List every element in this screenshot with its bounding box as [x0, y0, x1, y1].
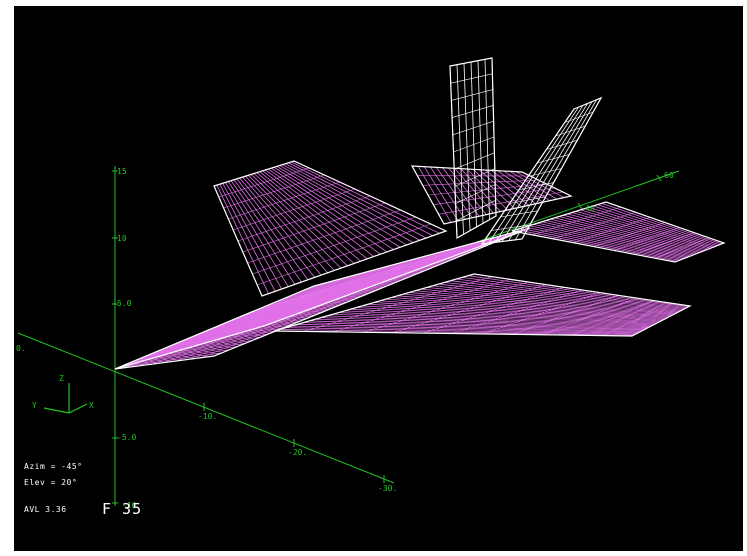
near-horizontal-tail-span-line: [573, 217, 651, 243]
right-vertical-fin-span-line: [527, 168, 562, 177]
far-main-wing-span-line: [218, 167, 310, 198]
right-vertical-fin-span-line: [546, 140, 578, 150]
near-main-wing-span-line: [542, 297, 637, 336]
z-tick-5: 5.0: [117, 299, 132, 308]
right-vertical-fin-span-line: [500, 210, 538, 218]
near-horizontal-tail-span-line: [613, 227, 680, 251]
right-vertical-fin-span-line: [537, 154, 570, 164]
right-vertical-fin-span-line: [564, 111, 594, 123]
near-horizontal-tail-span-line: [532, 206, 621, 236]
aircraft-geometry-plot: 15 10 5.0 -5.0 -10 60 40 0. -10. -20. -3…: [16, 57, 726, 510]
fuselage-upper-span-line: [139, 276, 351, 363]
triad-y-label: Y: [32, 401, 37, 410]
z-tick-neg10: -10: [122, 501, 137, 510]
model-name-label: F 35: [102, 500, 143, 518]
triad-x-label: X: [89, 401, 94, 410]
axis-triad-icon: [43, 383, 88, 414]
near-main-wing-span-line: [482, 292, 601, 335]
y-tick-neg20: -20.: [288, 448, 307, 457]
fuselage-upper-span-line: [214, 247, 459, 341]
far-horizontal-tail-span-line: [438, 191, 563, 215]
near-main-wing-span-line: [303, 276, 493, 332]
far-horizontal-tail-span-line: [422, 179, 539, 186]
near-main-wing-span-line: [512, 295, 619, 335]
near-main-wing-span-line: [452, 289, 583, 334]
left-vertical-fin-span-line: [454, 152, 495, 170]
right-vertical-fin: [480, 96, 603, 245]
far-main-wing-span-line: [242, 202, 386, 253]
y-tick-neg10: -10.: [198, 412, 217, 421]
left-vertical-fin-span-line: [451, 89, 493, 101]
left-vertical-fin-span-line: [456, 199, 496, 222]
near-horizontal-tail-span-line: [634, 232, 695, 255]
near-horizontal-tail: [511, 201, 726, 263]
x-tick-mark: [656, 174, 662, 182]
far-main-wing-span-line: [257, 223, 431, 286]
x-tick-40: 40: [585, 204, 595, 213]
y-axis-line: [17, 332, 395, 484]
far-main-wing-span-line: [252, 216, 416, 275]
far-main-wing-outline: [213, 160, 448, 297]
y-tick-neg30: -30.: [378, 484, 397, 493]
x-tick-60: 60: [664, 171, 674, 180]
far-horizontal-tail-span-line: [433, 187, 555, 205]
axis-tick-labels: 15 10 5.0 -5.0 -10 60 40 0. -10. -20. -3…: [16, 167, 674, 510]
far-main-wing-span-line: [247, 209, 401, 264]
right-vertical-fin-outline: [480, 96, 603, 245]
left-vertical-fin-outline: [449, 57, 497, 240]
left-vertical-fin-span-line: [453, 136, 495, 153]
fuselage-upper-span-line: [239, 237, 495, 334]
z-tick-15: 15: [117, 167, 127, 176]
3d-viewport[interactable]: 15 10 5.0 -5.0 -10 60 40 0. -10. -20. -3…: [14, 6, 743, 551]
left-vertical-fin-span-line: [455, 184, 496, 204]
azimuth-readout: Azim = -45°: [24, 462, 83, 471]
far-horizontal-tail-outline: [410, 165, 573, 225]
right-vertical-fin-span-line: [555, 125, 586, 137]
far-main-wing-span-line: [233, 188, 355, 231]
near-main-wing-span-line: [393, 284, 547, 333]
near-horizontal-tail-span-line: [593, 222, 666, 247]
fuselage-upper-span-line: [164, 266, 387, 355]
near-main-wing-span-line: [572, 300, 655, 336]
left-vertical-fin-span-line: [452, 120, 494, 136]
z-tick-10: 10: [117, 234, 127, 243]
near-main-wing-span-line: [333, 279, 511, 333]
near-main-wing-span-line: [363, 281, 529, 333]
near-horizontal-tail-span-line: [654, 237, 710, 259]
near-main-wing-span-line: [423, 287, 565, 334]
triad-z-label: Z: [59, 374, 64, 383]
right-vertical-fin-span-line: [518, 182, 554, 191]
triad-x-arrow: [68, 403, 88, 414]
near-horizontal-tail-outline: [511, 201, 726, 263]
version-label: AVL 3.36: [24, 505, 67, 514]
far-main-wing-span-line: [228, 181, 340, 220]
elevation-readout: Elev = 20°: [24, 478, 78, 487]
y-tick-0: 0.: [16, 344, 26, 353]
near-main-wing-outline: [273, 273, 692, 337]
far-horizontal-tail: [410, 165, 573, 225]
far-main-wing: [213, 160, 448, 297]
near-horizontal-tail-span-line: [552, 211, 636, 240]
left-vertical-fin-span-line: [452, 105, 494, 118]
fuselage-upper-span-line: [189, 256, 423, 348]
far-main-wing-span-line: [237, 195, 371, 242]
far-main-wing-span-line: [223, 174, 325, 209]
left-vertical-fin-span-line: [454, 168, 495, 187]
left-vertical-fin-span-line: [450, 73, 493, 84]
triad-y-arrow: [43, 407, 70, 414]
aircraft-wireframe: [114, 57, 726, 370]
x-tick-mark: [577, 202, 583, 210]
near-main-wing: [273, 273, 692, 337]
right-vertical-fin-span-line: [509, 196, 546, 204]
fuselage-upper: [114, 227, 531, 370]
near-main-wing-span-line: [602, 303, 673, 336]
left-vertical-fin: [449, 57, 497, 240]
right-vertical-fin-span-line: [491, 224, 530, 231]
z-tick-neg5: -5.0: [117, 433, 136, 442]
